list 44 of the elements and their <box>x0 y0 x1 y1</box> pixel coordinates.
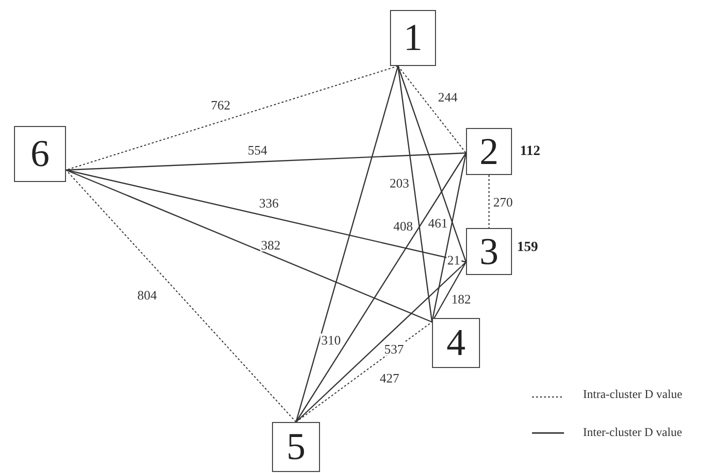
dashed-connector <box>296 322 432 422</box>
node-box <box>390 10 436 66</box>
edge-label: 244 <box>437 90 458 104</box>
connector-line <box>397 66 467 262</box>
node-value: 112 <box>520 144 540 160</box>
legend-text: Inter-cluster D value <box>583 426 684 440</box>
node-number: 4 <box>446 324 466 362</box>
edge-label: 537 <box>383 342 405 356</box>
dashed-connector <box>66 66 398 170</box>
connector-line <box>296 262 466 422</box>
connector-line <box>66 152 466 171</box>
edge-label: 408 <box>392 220 414 233</box>
edge-label: 310 <box>320 333 342 346</box>
edge-label: 461 <box>427 216 449 230</box>
node-box <box>466 128 512 175</box>
dashed-connector <box>488 174 490 228</box>
connector-line <box>66 169 432 323</box>
edge-label: 382 <box>260 238 282 252</box>
edge-label: 270 <box>492 195 514 208</box>
connector-line <box>397 66 433 322</box>
connector-line <box>296 152 466 422</box>
node-number: 6 <box>30 135 50 173</box>
edge-label: 21 <box>446 253 462 266</box>
node-box <box>432 318 480 368</box>
dashed-connector <box>398 66 466 154</box>
dashed-connector <box>66 170 296 422</box>
connector-line <box>295 66 399 422</box>
node-number: 3 <box>480 232 498 270</box>
edge-label: 804 <box>136 288 158 302</box>
node-number: 5 <box>286 428 306 466</box>
legend-text: Intra-cluster D value <box>583 388 684 402</box>
node-box <box>466 228 512 275</box>
node-number: 2 <box>480 132 498 170</box>
edge-label: 336 <box>258 196 280 210</box>
edge-label: 182 <box>450 292 472 306</box>
edge-label: 762 <box>210 98 232 112</box>
edge-label: 427 <box>378 372 400 385</box>
node-box <box>272 422 320 472</box>
connector-line <box>66 169 466 263</box>
node-value: 159 <box>517 240 538 256</box>
edge-label: 203 <box>388 176 410 190</box>
edge-label: 554 <box>246 143 268 156</box>
node-number: 1 <box>404 19 422 57</box>
node-box <box>14 126 66 182</box>
